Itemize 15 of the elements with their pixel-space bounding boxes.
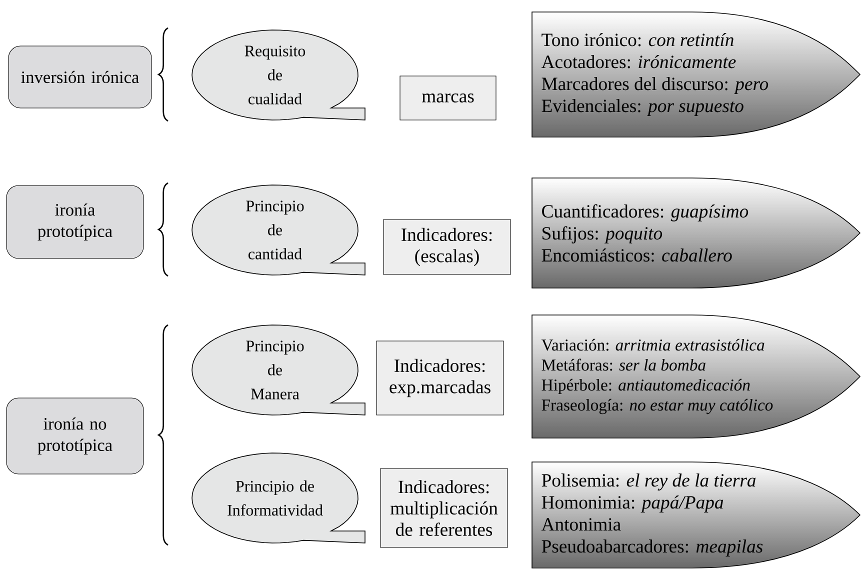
category-box: inversión irónica xyxy=(8,46,152,108)
shield-box: Tono irónico: con retintín Acotadores: irónicamente Marcadores del discurso: pero Evidenciales: por supuesto xyxy=(532,12,860,138)
shield-box: Cuantificadores: guapísimo Sufijos: poquito Encomiásticos: caballero xyxy=(532,178,860,288)
shield-box: Variación: arritmia extrasistólica Metáforas: ser la bomba Hipérbole: antiautomedicación Fraseología: no estar muy católico xyxy=(532,314,860,438)
category-box: ironía prototípica xyxy=(6,185,144,259)
speech-bubble: Principio de Manera xyxy=(192,324,366,416)
speech-bubble: Principio de cantidad xyxy=(192,184,366,276)
indicator-box: Indicadores: exp.marcadas xyxy=(376,340,504,416)
speech-bubble: Requisito de cualidad xyxy=(192,30,366,120)
indicator-box: marcas xyxy=(400,76,496,120)
speech-bubble: Principio de Informatividad xyxy=(192,452,366,544)
indicator-box: Indicadores: (escalas) xyxy=(383,219,511,275)
category-box: ironía no prototípica xyxy=(6,398,144,474)
shield-box: Polisemia: el rey de la tierra Homonimia: papá/Papa Antonimia Pseudoabarcadores: meapilas xyxy=(532,462,860,568)
indicator-box: Indicadores: multiplicación de referentes xyxy=(380,468,508,548)
